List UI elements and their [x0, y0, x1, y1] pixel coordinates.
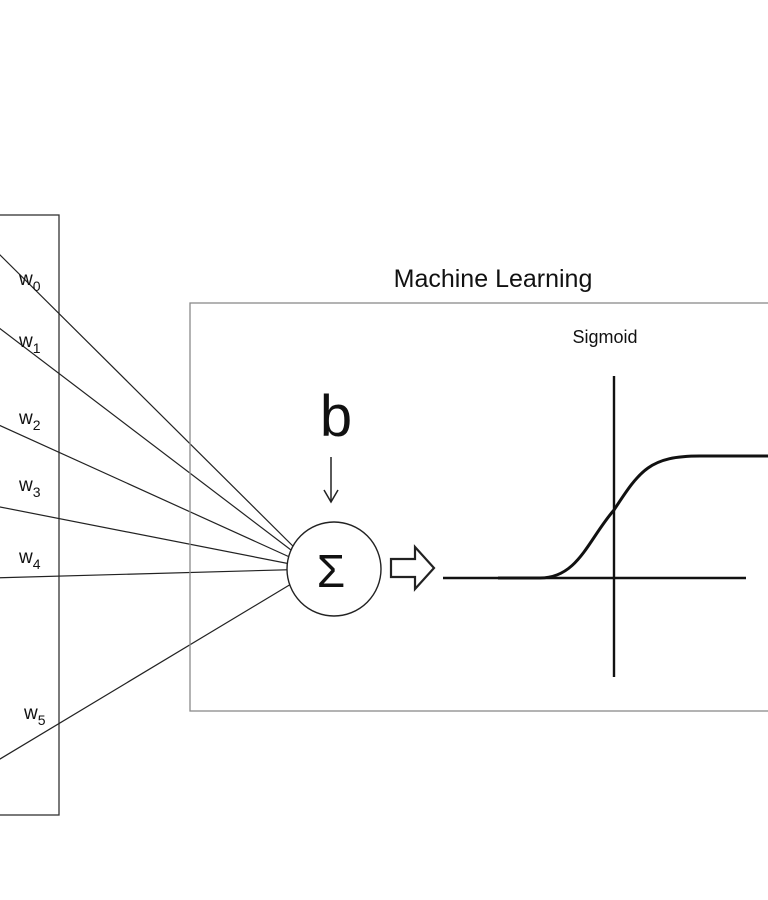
weight-line-4 [0, 568, 317, 579]
activation-label: Sigmoid [572, 327, 637, 347]
sigmoid-axes [443, 376, 746, 677]
sigmoid-curve [498, 454, 768, 580]
summation-node [286, 521, 382, 617]
weight-label-0: w0 [18, 269, 41, 294]
bias-arrow-icon [323, 457, 339, 504]
weight-label-3: w3 [18, 475, 41, 500]
input-panel-box [0, 214, 60, 816]
ml-panel-box [189, 302, 768, 712]
weight-line-1 [0, 327, 317, 570]
weight-label-5: w5 [23, 703, 46, 728]
weight-lines [0, 254, 317, 760]
diagram-title: Machine Learning [394, 265, 593, 293]
weight-line-2 [0, 424, 317, 570]
weight-line-3 [0, 506, 317, 570]
weight-label-1: w1 [18, 331, 41, 356]
weight-line-5 [0, 568, 317, 760]
summation-symbol: Σ [317, 545, 345, 597]
output-arrow-icon [389, 544, 436, 592]
weight-label-2: w2 [18, 408, 41, 433]
weight-label-4: w4 [18, 547, 41, 572]
weight-labels: w0 w1 w2 w3 w4 w5 [18, 269, 46, 728]
weight-line-0 [0, 254, 317, 570]
bias-label: b [320, 384, 352, 449]
